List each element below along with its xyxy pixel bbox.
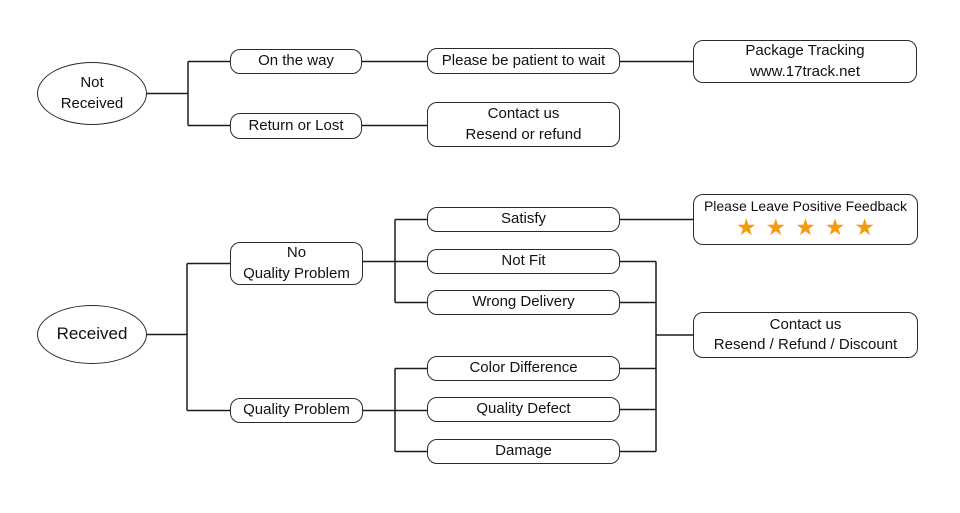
node-not-received: Not Received — [37, 62, 147, 125]
node-contact-resend-refund-discount: Contact us Resend / Refund / Discount — [693, 312, 918, 358]
node-please-be-patient: Please be patient to wait — [427, 48, 620, 74]
node-satisfy: Satisfy — [427, 207, 620, 232]
node-received: Received — [37, 305, 147, 364]
node-quality-problem: Quality Problem — [230, 398, 363, 423]
node-not-fit: Not Fit — [427, 249, 620, 274]
node-wrong-delivery: Wrong Delivery — [427, 290, 620, 315]
positive-feedback-label: Please Leave Positive Feedback — [703, 198, 908, 215]
node-return-or-lost: Return or Lost — [230, 113, 362, 139]
node-color-difference: Color Difference — [427, 356, 620, 381]
star-rating-icons: ★★★★★ — [735, 213, 885, 240]
node-positive-feedback: Please Leave Positive Feedback ★★★★★ — [693, 194, 918, 245]
node-contact-resend-refund: Contact us Resend or refund — [427, 102, 620, 147]
node-on-the-way: On the way — [230, 49, 362, 74]
node-no-quality-problem: No Quality Problem — [230, 242, 363, 285]
node-package-tracking: Package Tracking www.17track.net — [693, 40, 917, 83]
node-quality-defect: Quality Defect — [427, 397, 620, 422]
node-damage: Damage — [427, 439, 620, 464]
